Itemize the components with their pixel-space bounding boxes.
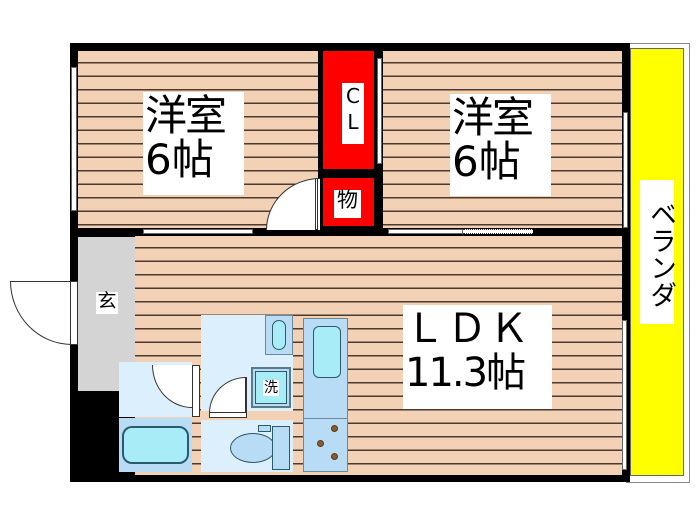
western-room-left-label: 洋室 6帖 xyxy=(143,92,244,195)
toilet-bowl xyxy=(230,433,276,463)
sliding-door-right-room xyxy=(388,229,463,234)
sliding-door-right-room-dotted xyxy=(463,229,533,234)
kitchen-sink xyxy=(313,326,341,378)
toilet-paper xyxy=(258,425,271,432)
washing-machine: 洗 xyxy=(251,367,291,408)
washing-machine-inner: 洗 xyxy=(255,371,287,404)
stove-burner-2 xyxy=(317,440,324,447)
closet-door xyxy=(377,58,382,164)
washroom-door-leaf xyxy=(245,377,247,413)
entrance-label: 玄 xyxy=(96,290,118,314)
stove xyxy=(303,418,348,472)
washbasin xyxy=(272,320,286,350)
closet-label: C L xyxy=(342,83,364,144)
window-left-room xyxy=(71,67,77,211)
bathroom-door-leaf xyxy=(192,365,200,417)
window-ldk xyxy=(622,320,627,470)
stove-burner-3 xyxy=(331,453,338,460)
entrance-door-leaf xyxy=(70,281,78,345)
bathtub xyxy=(122,426,189,464)
entrance-door-swing xyxy=(10,281,72,345)
storage-door-leaf xyxy=(315,178,318,230)
balcony-label: ベランダ xyxy=(640,180,676,324)
ldk-label: ＬＤＫ 11.3帖 xyxy=(403,305,552,409)
window-right-room xyxy=(623,112,628,228)
storage-label: 物 xyxy=(334,190,361,218)
washroom-door-threshold xyxy=(209,412,247,418)
stove-burner-1 xyxy=(331,425,338,432)
sliding-door-left-room xyxy=(143,229,253,234)
western-room-right-label: 洋室 6帖 xyxy=(450,94,551,196)
toilet-tank xyxy=(272,426,290,470)
washing-machine-label: 洗 xyxy=(263,379,279,396)
